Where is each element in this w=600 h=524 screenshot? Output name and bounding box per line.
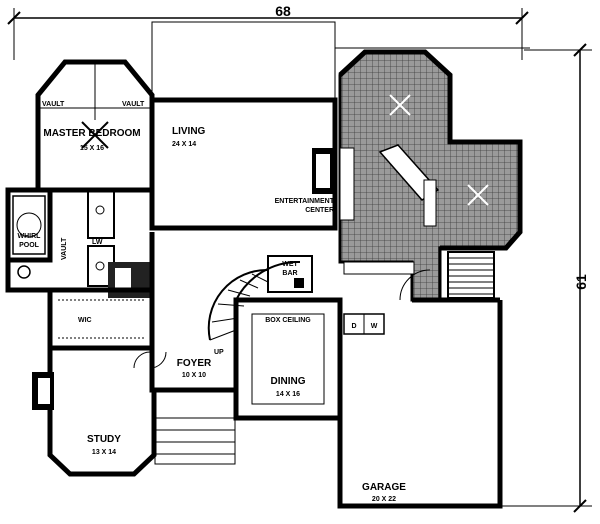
wic-label: WIC bbox=[78, 317, 92, 324]
garage-dims: 20 X 22 bbox=[372, 496, 396, 503]
whirlpool-label-1: WHIRL bbox=[18, 233, 42, 240]
entertainment-center-label-1: ENTERTAINMENT bbox=[275, 198, 335, 205]
overall-depth-label: 61 bbox=[573, 274, 589, 290]
living-room-dims: 24 X 14 bbox=[172, 141, 196, 148]
living-room bbox=[149, 97, 338, 231]
side-vault-label: VAULT bbox=[61, 237, 68, 260]
kitchen-area bbox=[338, 49, 523, 302]
foyer bbox=[133, 232, 301, 465]
study-room-name: STUDY bbox=[87, 434, 121, 445]
dining-room-name: DINING bbox=[271, 376, 306, 387]
study-room-dims: 13 X 14 bbox=[92, 449, 116, 456]
vault-label-left: VAULT bbox=[42, 101, 65, 108]
linen-label: LW bbox=[92, 239, 103, 246]
dryer-label: D bbox=[351, 323, 356, 330]
master-bedroom-dims: 15 X 16 bbox=[80, 145, 104, 152]
master-bedroom-name: MASTER BEDROOM bbox=[43, 128, 140, 139]
living-room-name: LIVING bbox=[172, 126, 206, 137]
walk-in-closet bbox=[47, 287, 155, 351]
foyer-name: FOYER bbox=[177, 358, 212, 369]
foyer-dims: 10 X 10 bbox=[182, 372, 206, 379]
box-ceiling-label: BOX CEILING bbox=[265, 317, 311, 324]
study-room bbox=[32, 348, 157, 477]
rear-stair bbox=[447, 251, 495, 299]
garage-name: GARAGE bbox=[362, 482, 406, 493]
entertainment-center-label-2: CENTER bbox=[305, 207, 334, 214]
wet-bar-label-1: WET bbox=[282, 261, 298, 268]
whirlpool-label-2: POOL bbox=[19, 242, 40, 249]
width-dimension: 68 bbox=[7, 3, 529, 60]
depth-dimension: 61 bbox=[500, 43, 592, 513]
wet-bar-area bbox=[267, 255, 313, 293]
overall-width-label: 68 bbox=[275, 3, 291, 19]
garage bbox=[337, 269, 503, 509]
stair-up-label: UP bbox=[214, 349, 224, 356]
wet-bar-label-2: BAR bbox=[282, 270, 297, 277]
master-bedroom bbox=[35, 59, 155, 190]
vault-label-right: VAULT bbox=[122, 101, 145, 108]
dining-room-dims: 14 X 16 bbox=[276, 391, 300, 398]
washer-label: W bbox=[371, 323, 378, 330]
